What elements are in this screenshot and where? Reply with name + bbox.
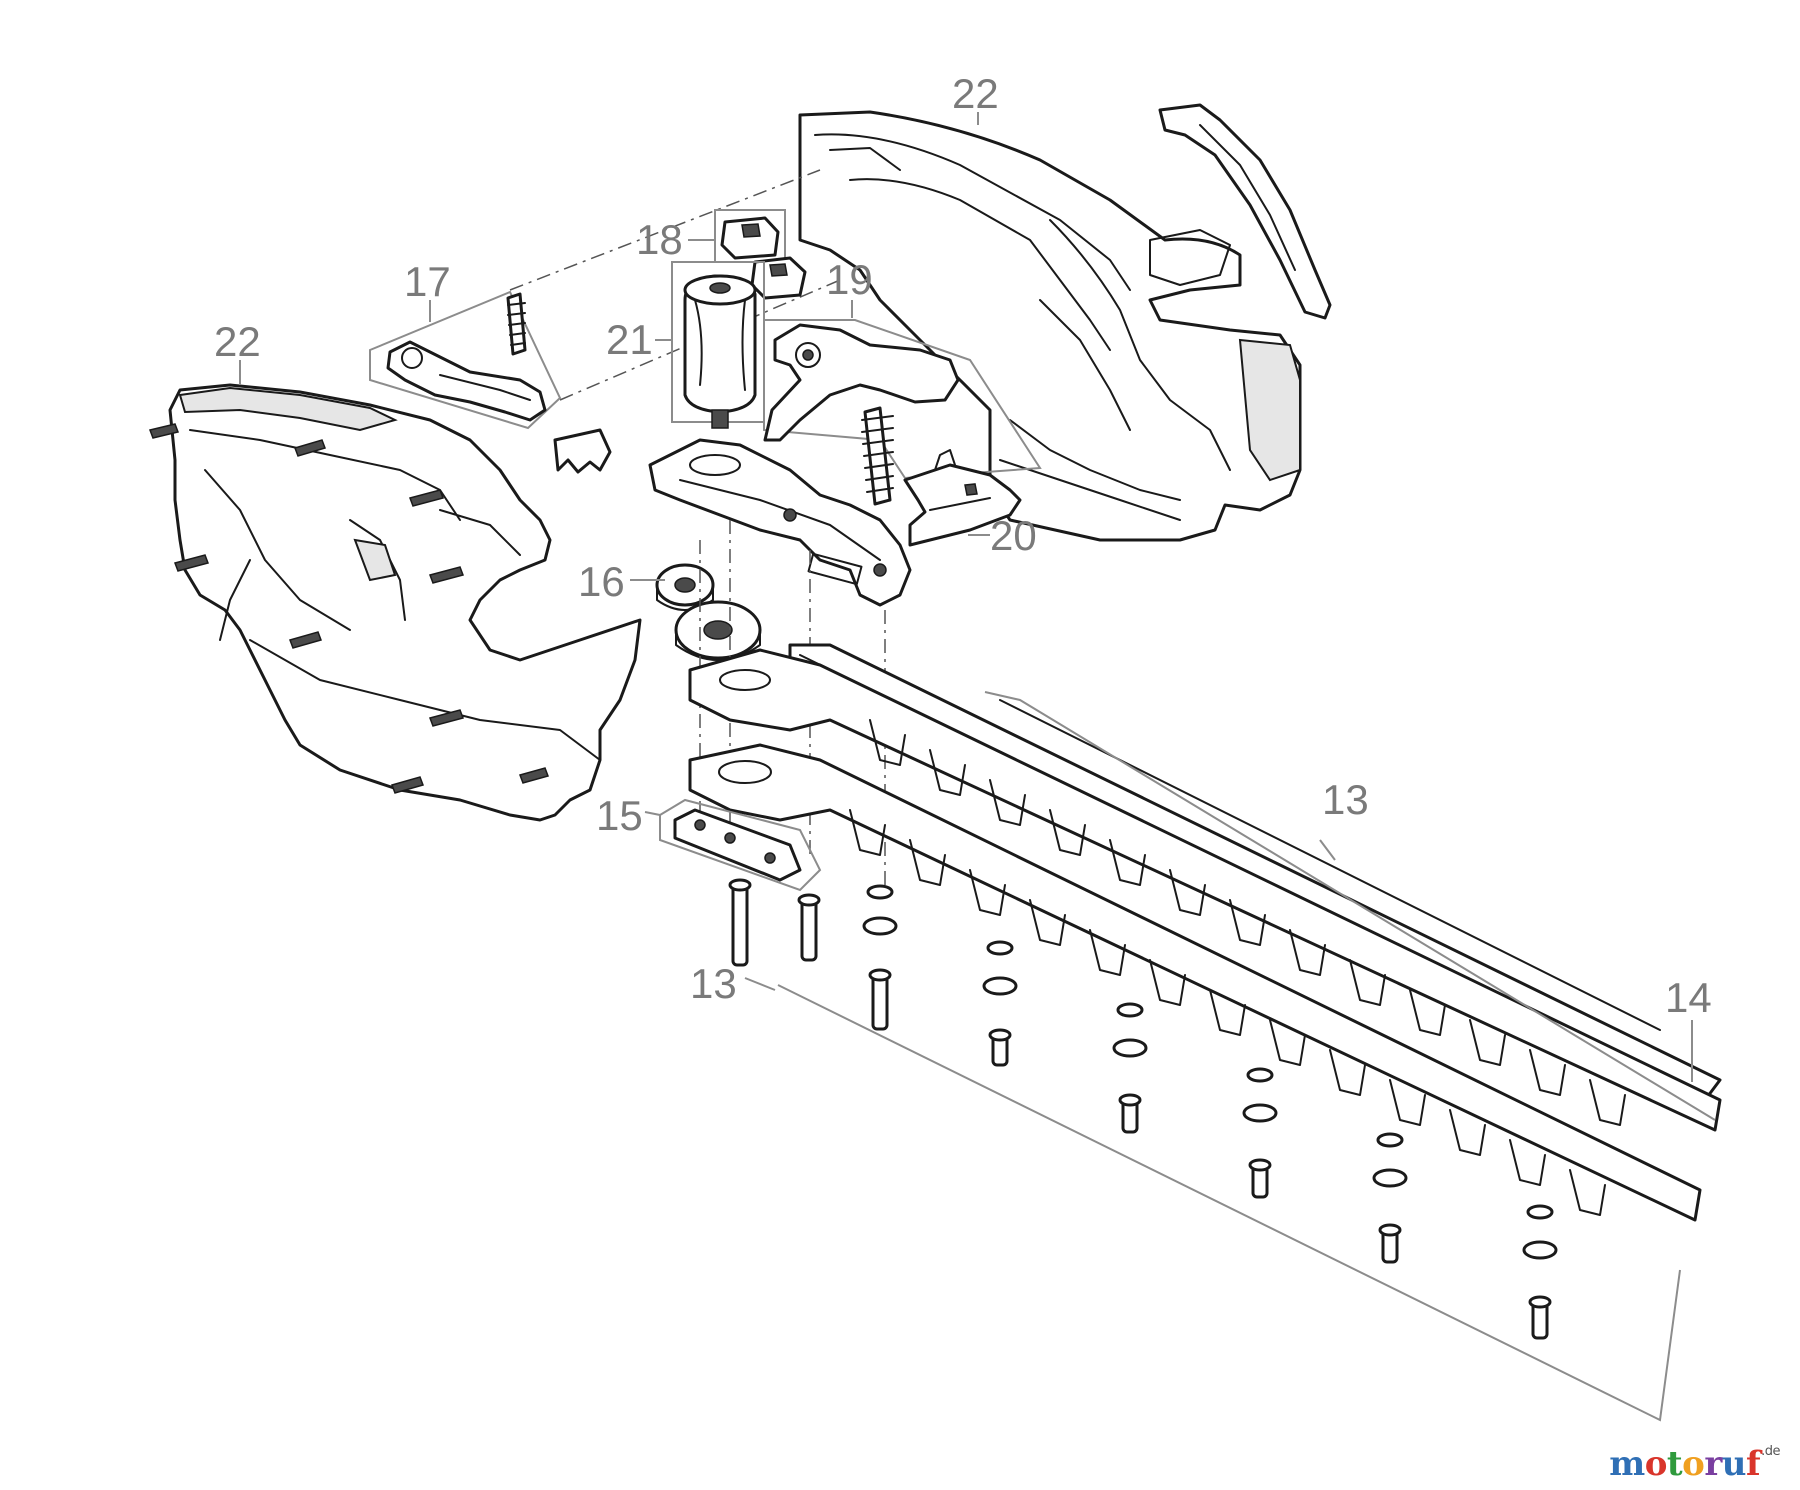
callout-handle-lever: 19	[826, 256, 873, 303]
logo-letter-1: m	[1609, 1444, 1645, 1484]
callout-gear: 16	[578, 558, 625, 605]
handle-lever-assembly	[763, 319, 1042, 506]
housing-right	[798, 110, 1302, 542]
callout-guide-rail: 14	[1665, 974, 1712, 1021]
housing-left	[148, 383, 642, 822]
blade-upper	[688, 648, 1722, 1132]
safety-lever-assembly	[903, 449, 1022, 547]
logo-letter-2: o	[1644, 1444, 1668, 1484]
logo-letter-3: t	[1666, 1444, 1683, 1484]
bolt-6	[1372, 1132, 1408, 1264]
bolt-left	[728, 878, 752, 967]
bolt-7	[1522, 1204, 1558, 1340]
bolt-2	[862, 884, 898, 1031]
logo-suffix: .de	[1761, 1444, 1780, 1459]
bolt-1	[797, 893, 821, 962]
callout-trigger: 17	[404, 258, 451, 305]
callout-housing-left: 22	[214, 318, 261, 365]
blade-lower	[688, 743, 1702, 1222]
housing-screws	[148, 423, 549, 794]
callout-safety-lever: 20	[990, 512, 1037, 559]
callout-blade-upper: 13	[1322, 776, 1369, 823]
housing-side-strip	[1158, 103, 1332, 320]
logo-letter-6: u	[1721, 1444, 1747, 1484]
switch-assembly	[714, 209, 807, 300]
bolt-3	[982, 940, 1018, 1067]
logo-letter-5: r	[1704, 1444, 1722, 1484]
plate-assembly	[659, 798, 822, 892]
callout-switch: 18	[636, 216, 683, 263]
callout-housing-right: 22	[952, 70, 999, 117]
bolt-4	[1112, 1002, 1148, 1134]
motor-assembly	[671, 261, 765, 429]
gear-assembly	[655, 563, 762, 661]
motoruf-logo: motoruf.de	[1609, 1444, 1780, 1484]
gearbox-base	[648, 438, 912, 607]
logo-letter-7: f	[1745, 1444, 1761, 1484]
bolt-5	[1242, 1067, 1278, 1199]
callout-blade-lower: 13	[690, 960, 737, 1007]
logo-letter-4: o	[1682, 1444, 1705, 1484]
callout-plate: 15	[596, 792, 643, 839]
trigger-assembly	[369, 290, 612, 474]
bolts-and-washers	[728, 878, 1558, 1340]
callout-motor: 21	[606, 316, 653, 363]
